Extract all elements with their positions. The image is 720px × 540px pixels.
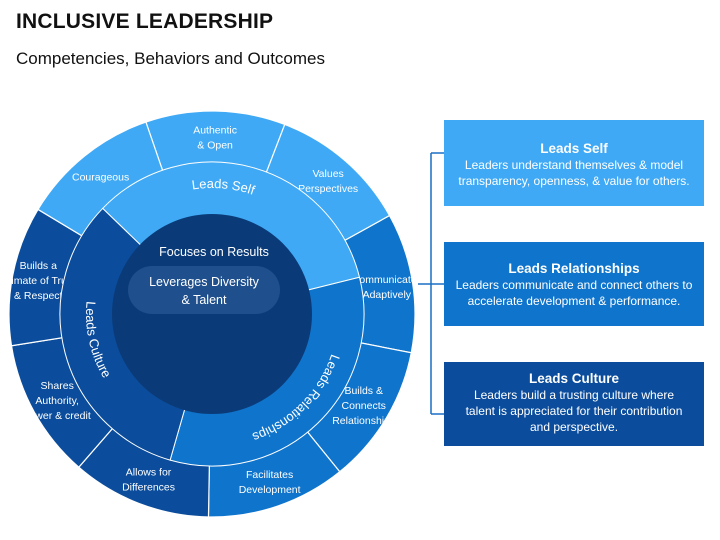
legend-text-line: transparency, openness, & value for othe… — [458, 174, 690, 188]
segment-label-line: & Open — [197, 140, 233, 152]
legend-box-leads-culture: Leads Culture Leaders build a trusting c… — [444, 362, 704, 446]
legend-box-leads-self: Leads Self Leaders understand themselves… — [444, 120, 704, 206]
legend-text-line: and perspective. — [529, 420, 619, 434]
legend-text-line: Leaders understand themselves & model — [464, 158, 684, 172]
segment-label-line: Relationships — [332, 415, 395, 427]
core-primary-text: Focuses on Results — [159, 245, 269, 259]
legend-title: Leads Culture — [528, 371, 620, 386]
core-secondary-line1: Leverages Diversity — [149, 275, 260, 289]
inner-ring — [59, 161, 365, 467]
segment-label-line: Perspectives — [298, 183, 358, 195]
segment-label-line: Builds & — [344, 385, 383, 397]
segment-label-line: Authority, — [35, 395, 79, 407]
segment-label-line: power & credit — [24, 410, 91, 422]
segment-label-line: Facilitates — [246, 469, 293, 481]
core-pill — [128, 266, 280, 314]
legend-box-leads-relationships: Leads Relationships Leaders communicate … — [444, 242, 704, 326]
legend-text-line: Leaders communicate and connect others t… — [455, 278, 693, 292]
legend-title: Leads Relationships — [508, 261, 640, 276]
segment-label-line: Allows for — [126, 467, 172, 479]
segment-label-line: Differences — [122, 482, 175, 494]
page-title: INCLUSIVE LEADERSHIP — [16, 10, 274, 33]
segment-label-line: Connects — [342, 400, 386, 412]
legend-title: Leads Self — [540, 141, 608, 156]
page-subtitle: Competencies, Behaviors and Outcomes — [16, 49, 325, 68]
legend-text-line: Leaders build a trusting culture where — [473, 388, 675, 402]
legend-text-line: accelerate development & performance. — [467, 294, 681, 308]
segment-label-line: Builds a — [20, 260, 58, 272]
segment-label-line: Authentic — [193, 125, 237, 137]
segment-label-line: Communicates — [352, 274, 422, 286]
core-circle: Focuses on Results Leverages Diversity &… — [112, 214, 312, 414]
segment-label-line: Adaptively — [363, 289, 412, 301]
segment-label-line: & Respect — [14, 290, 63, 302]
segment-label-line: Shares — [41, 380, 74, 392]
segment-label-line: Values — [312, 168, 343, 180]
legend-connector — [418, 152, 444, 415]
legend-text-line: talent is appreciated for their contribu… — [465, 404, 683, 418]
core-secondary-line2: & Talent — [182, 293, 227, 307]
segment-label-line: Development — [239, 484, 301, 496]
segment-label-line: Climate of Trust — [1, 275, 75, 287]
segment-label-line: Courageous — [72, 171, 129, 183]
